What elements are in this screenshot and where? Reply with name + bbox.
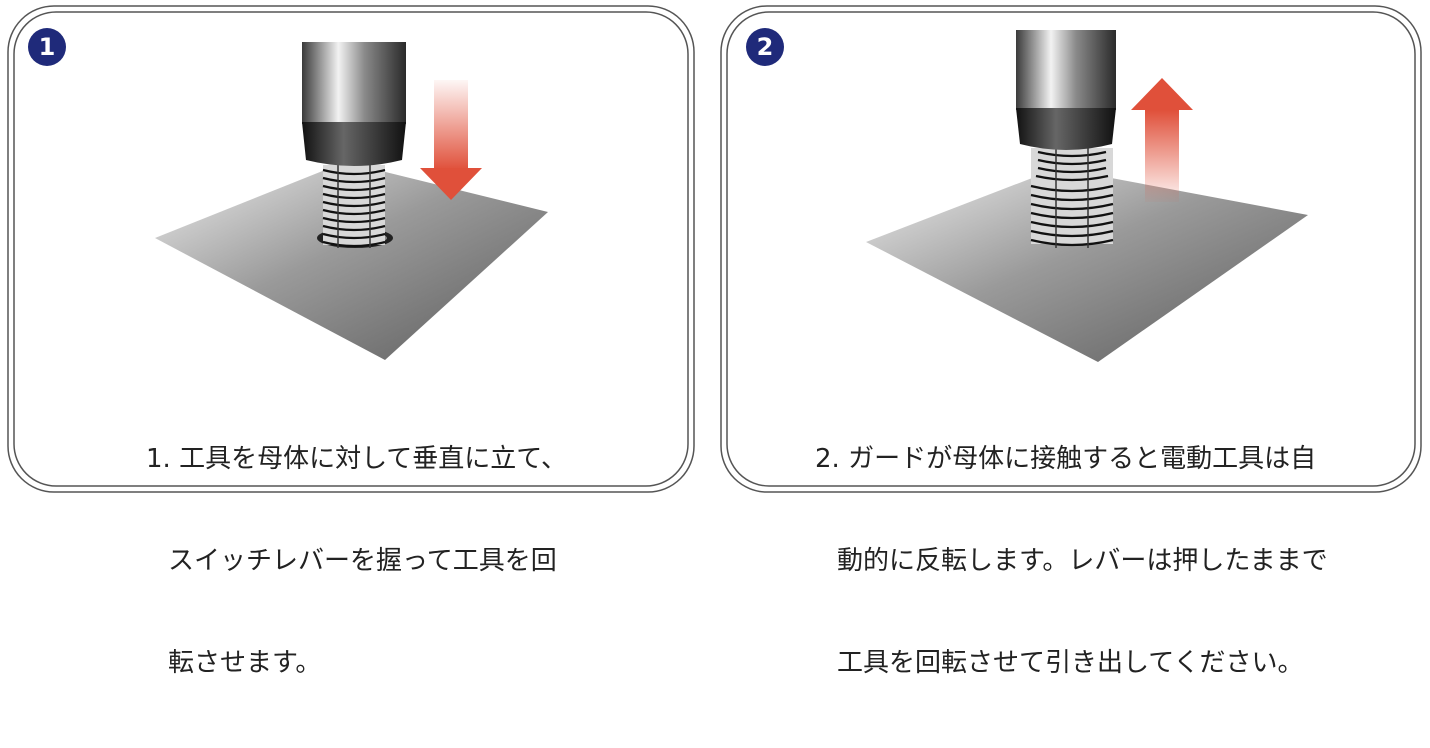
tool-collar [302, 122, 406, 166]
step-1-illustration [155, 42, 548, 360]
caption-line: 動的に反転します。レバーは押したままで [837, 546, 1328, 576]
step-panel-1: 1 1. 工具を母体に対して垂直に立て、 スイッチレバーを握って工具を回 転させ… [0, 0, 704, 678]
panel-frame [720, 5, 1422, 493]
caption-line: スイッチレバーを握って工具を回 [168, 546, 557, 576]
tool-body [302, 42, 406, 124]
base-plate [866, 168, 1308, 362]
coil-spring [322, 165, 386, 248]
arrow-down-icon [420, 80, 482, 200]
caption-line: 1. 工具を母体に対して垂直に立て、 [146, 444, 567, 474]
step-number-badge: 1 [28, 28, 66, 66]
tool-body [1016, 30, 1116, 110]
step-2-illustration [866, 30, 1308, 362]
caption-line: 転させます。 [168, 648, 322, 678]
tool-collar [1016, 108, 1116, 150]
base-plate [155, 162, 548, 360]
coil-spring [1030, 148, 1114, 248]
step-1-caption: 1. 工具を母体に対して垂直に立て、 スイッチレバーを握って工具を回 転させます… [146, 374, 567, 748]
caption-line: 工具を回転させて引き出してください。 [837, 648, 1304, 678]
caption-line: 2. ガードが母体に接触すると電動工具は自 [815, 444, 1317, 474]
step-number-badge: 2 [746, 28, 784, 66]
arrow-up-icon [1131, 78, 1193, 202]
step-panel-2: 2 2. ガードが母体に接触すると電動工具は自 動的に反転します。レバーは押した… [718, 0, 1422, 678]
panel-frame [7, 5, 695, 493]
step-2-caption: 2. ガードが母体に接触すると電動工具は自 動的に反転します。レバーは押したまま… [815, 374, 1328, 748]
